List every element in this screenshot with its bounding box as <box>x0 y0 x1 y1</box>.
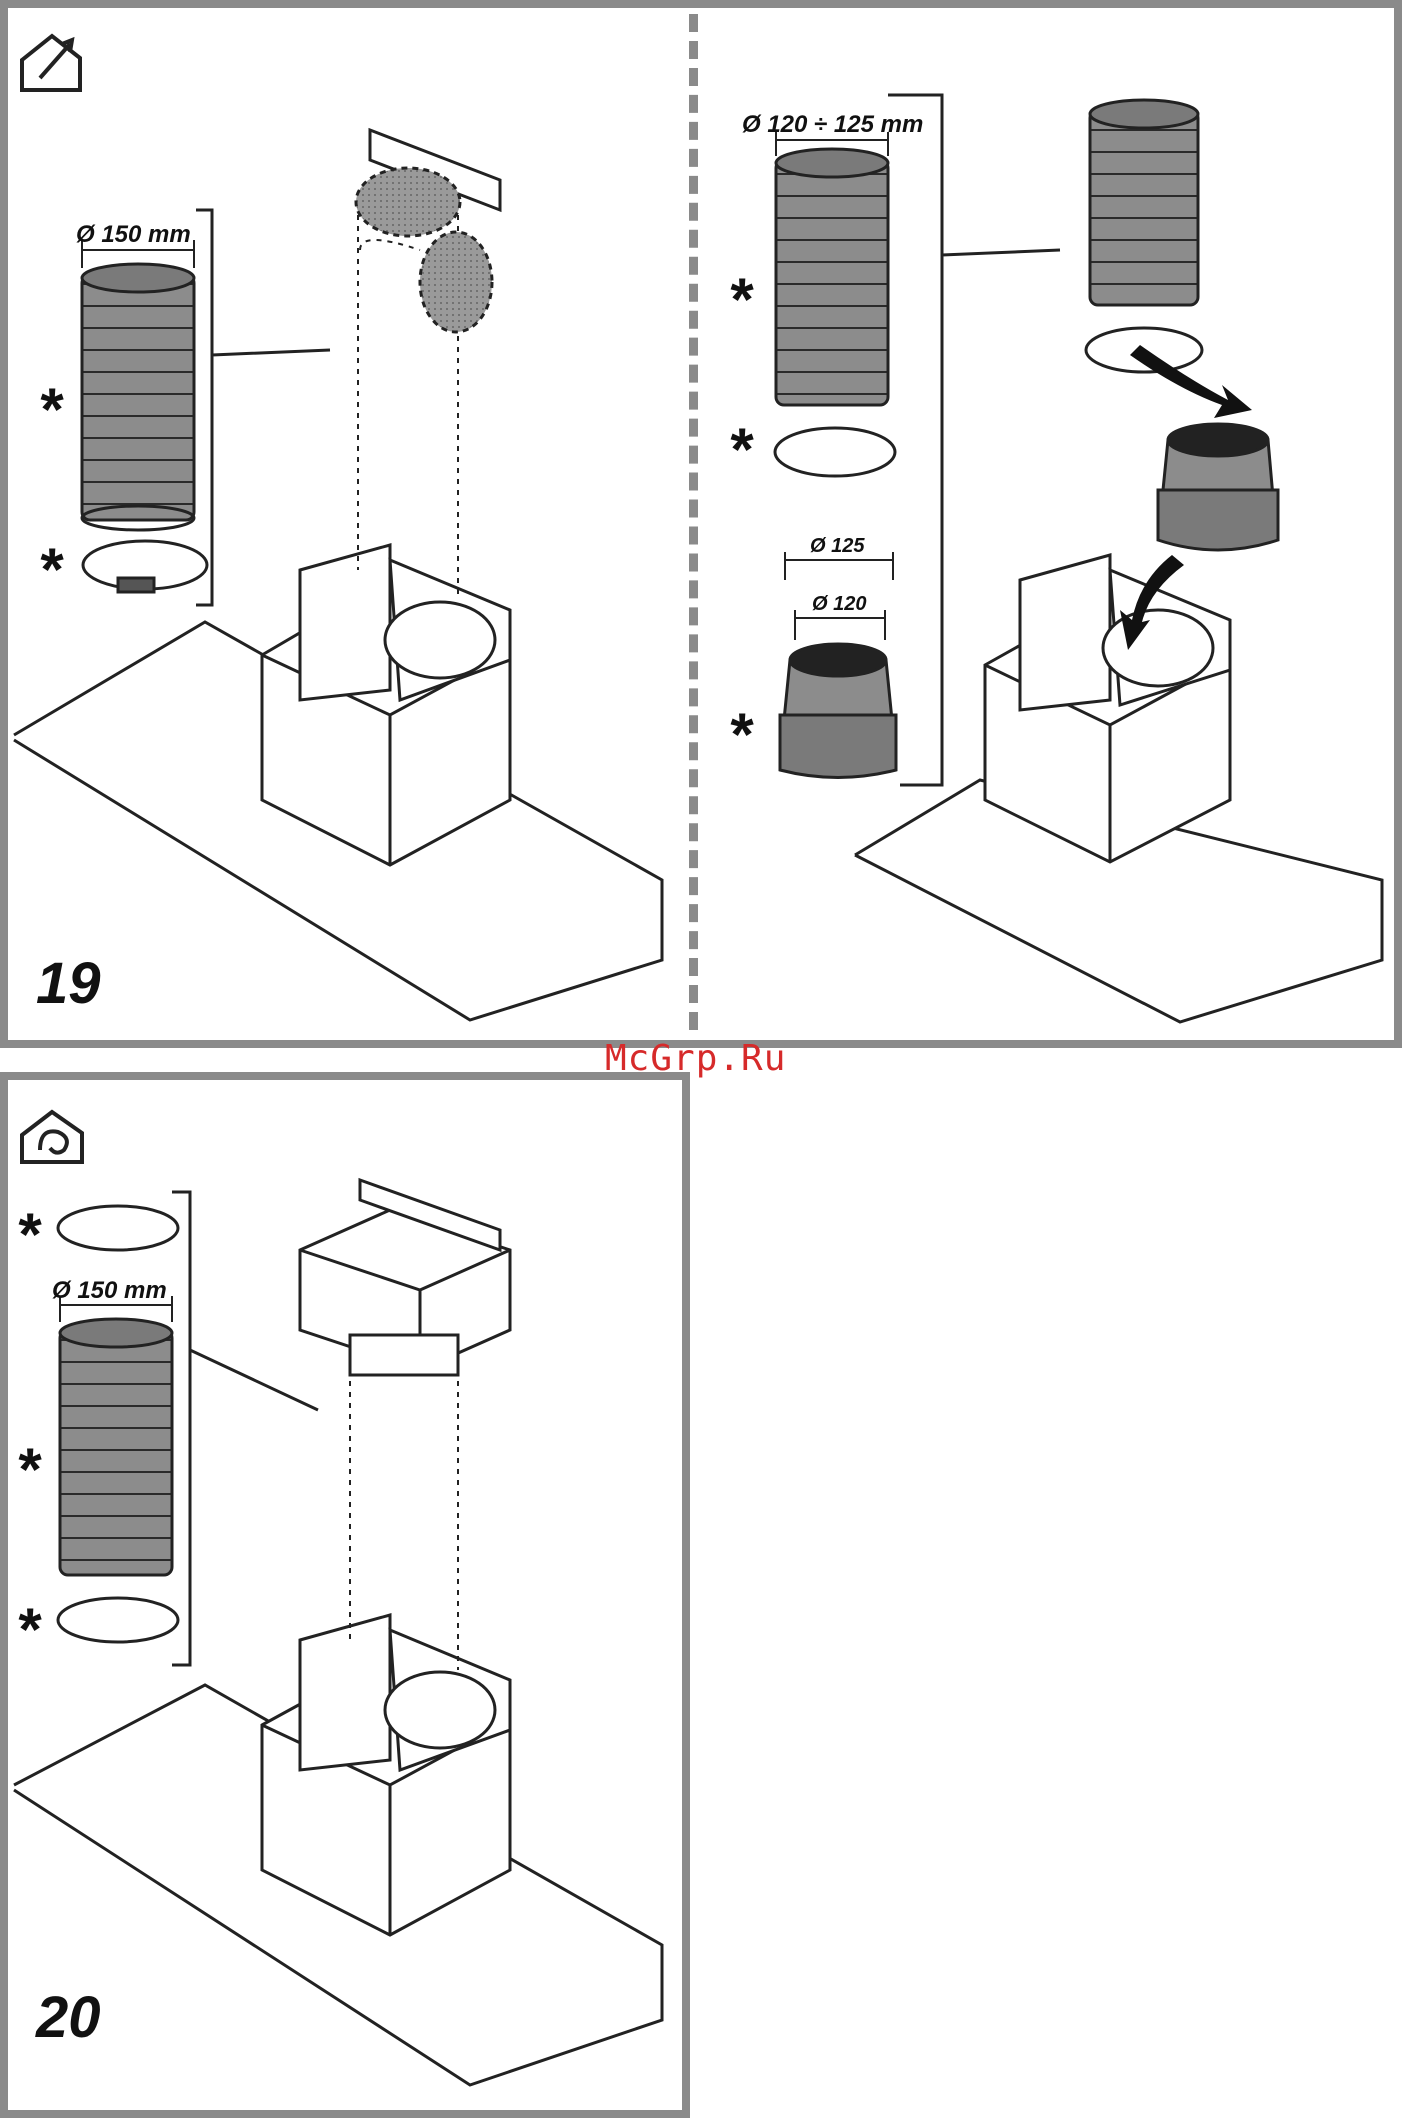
adapter-inner-label: Ø 120 <box>812 593 866 615</box>
adapter-left-right <box>780 644 896 778</box>
adapter-outer-label: Ø 125 <box>810 535 865 557</box>
hose-clamp-20-bottom <box>58 1598 178 1642</box>
hose-clamp-left <box>83 541 207 592</box>
callout-bracket-20 <box>172 1192 318 1665</box>
adapter-mid-right <box>1158 424 1278 550</box>
duct-diameter-label-left: Ø 150 mm <box>76 221 191 248</box>
recirculation-house-icon <box>22 1112 82 1162</box>
optional-asterisk-right-1: * <box>728 266 754 333</box>
optional-asterisk-20-3: * <box>16 1596 42 1663</box>
duct-150-20 <box>60 1319 172 1575</box>
hood-body-20 <box>262 1615 510 1935</box>
optional-asterisk-20-1: * <box>16 1201 42 1268</box>
duct-120-125-right <box>776 149 888 405</box>
duct-150-left <box>82 264 194 530</box>
optional-asterisk-left-1: * <box>38 376 64 443</box>
hose-clamp-20-top <box>58 1206 178 1250</box>
duct-top-right <box>1090 100 1198 305</box>
hose-clamp-right <box>775 428 895 476</box>
callout-bracket-left <box>196 210 330 605</box>
ceiling-bracket-left <box>356 130 500 332</box>
duct-diameter-label-right: Ø 120 ÷ 125 mm <box>742 111 923 138</box>
optional-asterisk-20-2: * <box>16 1436 42 1503</box>
duct-diameter-label-20: Ø 150 mm <box>52 1277 167 1304</box>
optional-asterisk-left-2: * <box>38 536 64 603</box>
optional-asterisk-right-2: * <box>728 416 754 483</box>
optional-asterisk-right-3: * <box>728 701 754 768</box>
hood-body-left <box>262 545 510 865</box>
recirculation-box-20 <box>300 1180 510 1375</box>
hood-body-right <box>985 555 1230 862</box>
ducted-house-icon <box>22 36 80 90</box>
